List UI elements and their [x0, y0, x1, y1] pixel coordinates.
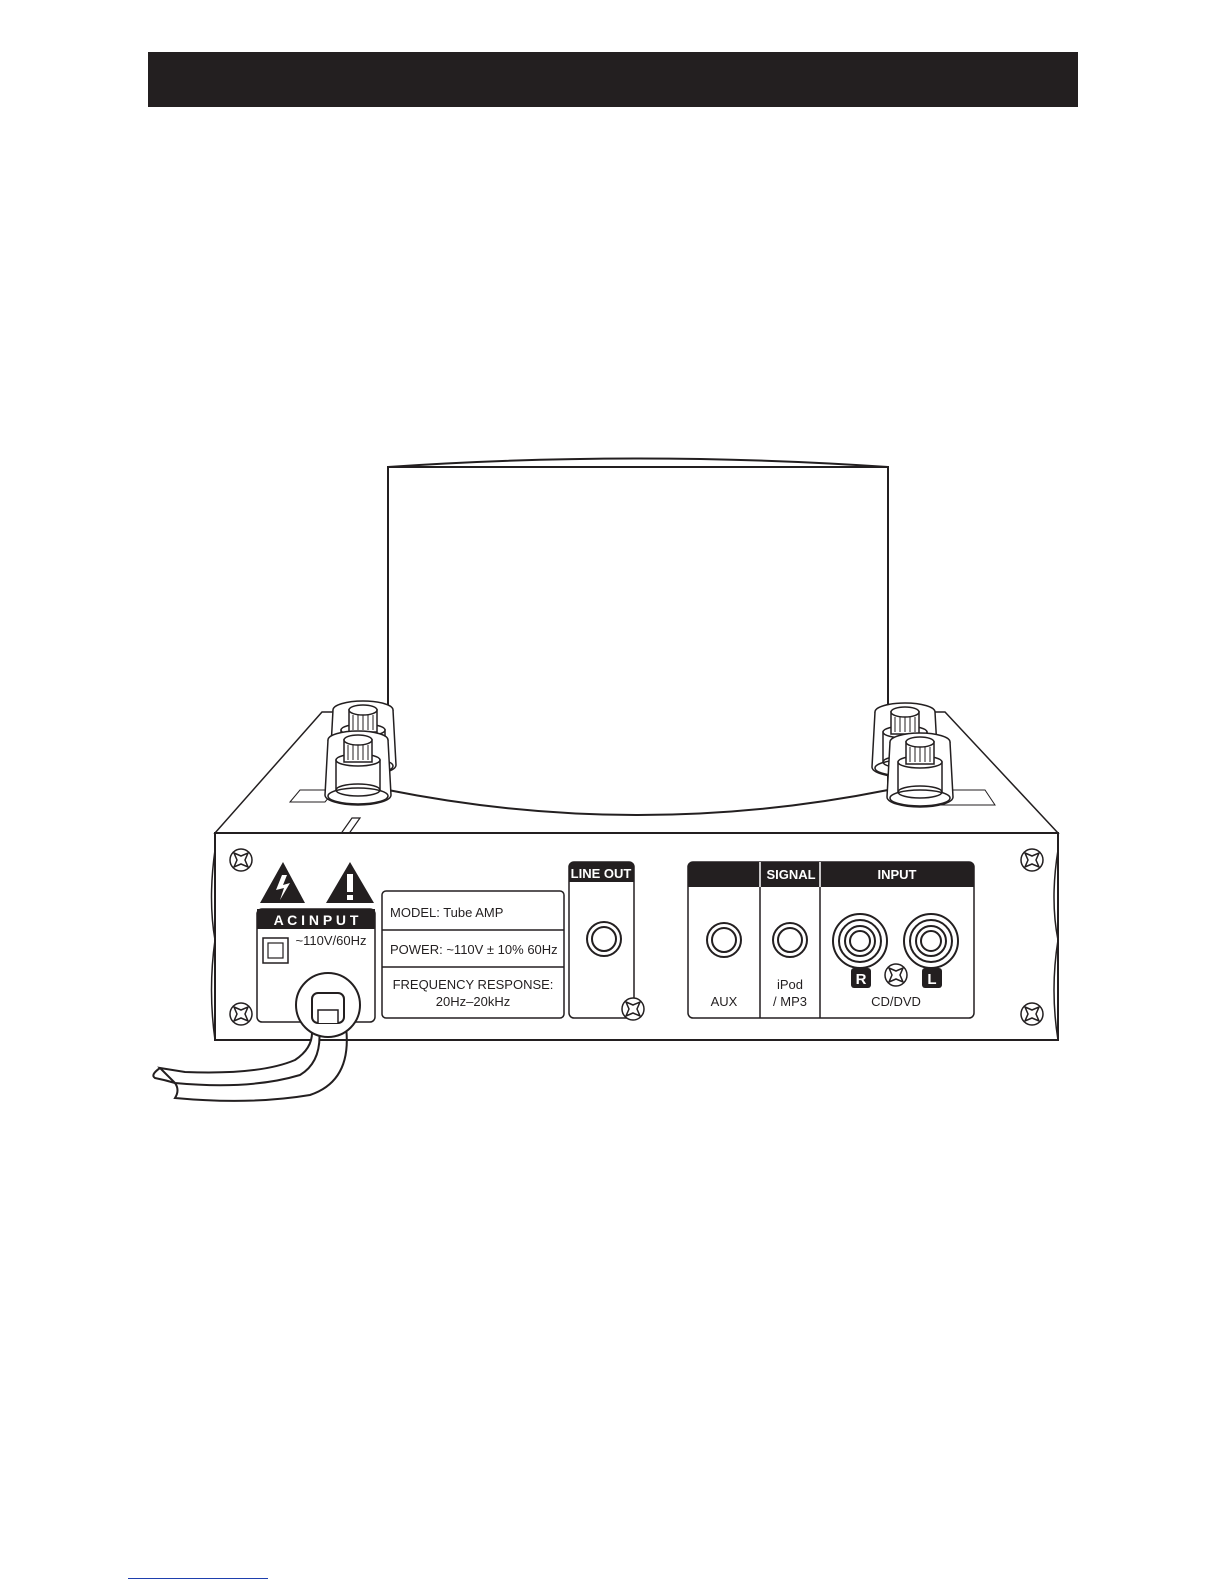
aux-jack	[707, 923, 741, 957]
screw-icon	[1021, 1003, 1043, 1025]
input-group: SIGNAL INPUT AUX iPod / MP3 R L CD/DVD	[688, 862, 974, 1018]
line-out-section: LINE OUT	[569, 862, 634, 1018]
freq-label: FREQUENCY RESPONSE:	[393, 977, 554, 992]
model-text: MODEL: Tube AMP	[390, 905, 503, 920]
ac-input-title: A C I N P U T	[274, 912, 359, 928]
footer-rule	[128, 1578, 268, 1579]
freq-value: 20Hz–20kHz	[436, 994, 510, 1009]
left-channel-label: L	[927, 971, 936, 988]
ipod-jack	[773, 923, 807, 957]
screw-icon	[230, 1003, 252, 1025]
screw-icon	[1021, 849, 1043, 871]
right-channel-label: R	[856, 971, 867, 988]
signal-title: SIGNAL	[766, 867, 815, 882]
speaker-terminal-icon	[325, 701, 396, 805]
transformer-cover	[388, 459, 888, 816]
spec-plate: MODEL: Tube AMP POWER: ~110V ± 10% 60Hz …	[382, 891, 564, 1018]
screw-icon	[885, 964, 907, 986]
screw-icon	[230, 849, 252, 871]
screw-icon	[622, 998, 644, 1020]
line-out-jack	[587, 922, 621, 956]
ipod-label-line2: / MP3	[773, 994, 807, 1009]
cd-dvd-label: CD/DVD	[871, 994, 921, 1009]
line-out-title: LINE OUT	[571, 866, 632, 881]
ipod-label-line1: iPod	[777, 977, 803, 992]
ac-input-rating: ~110V/60Hz	[296, 933, 367, 948]
input-title: INPUT	[878, 867, 917, 882]
aux-label: AUX	[711, 994, 738, 1009]
rca-jack-icon	[904, 914, 958, 968]
rca-jack-icon	[833, 914, 887, 968]
power-text: POWER: ~110V ± 10% 60Hz	[390, 942, 558, 957]
